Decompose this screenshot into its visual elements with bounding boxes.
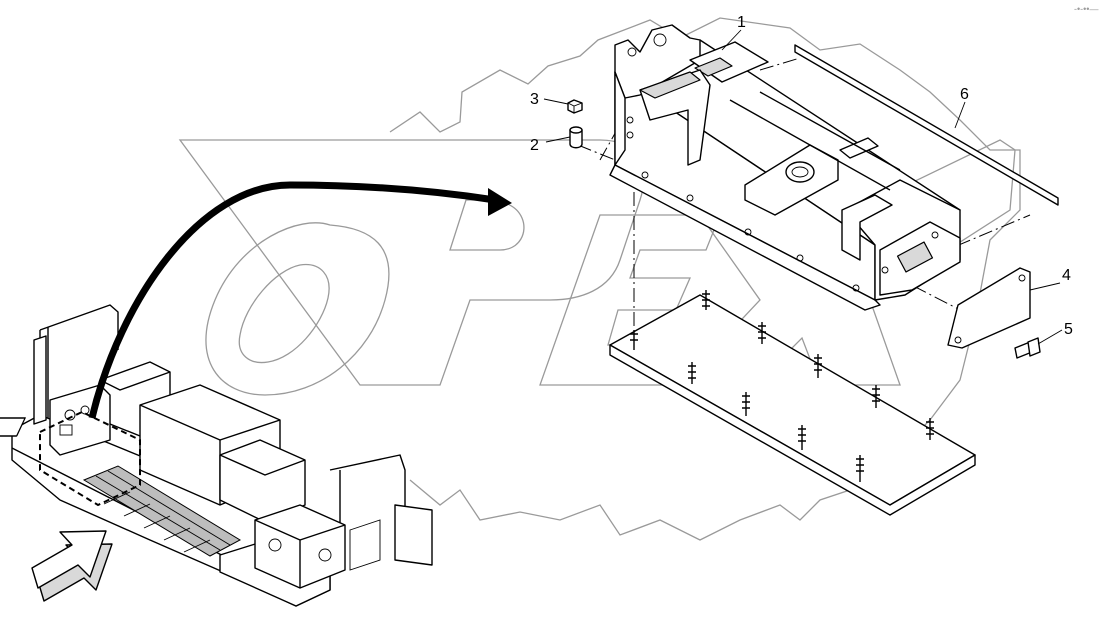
frame-mounting-holes: [626, 33, 939, 292]
orientation-arrow-face: [31, 530, 107, 589]
frame-bottom-flange: [609, 164, 881, 311]
watermark-letter-p: [178, 139, 645, 386]
frame-top-mount-tab: [694, 57, 733, 77]
frame-bracket-face: [639, 71, 701, 99]
paver-hood-right: [219, 439, 306, 523]
callout-3: 3: [530, 91, 539, 108]
part-4-cover-plate: [947, 267, 1031, 349]
paver-screed-top: [254, 519, 346, 588]
part-3-nut: [567, 99, 583, 114]
paver-highlight-dashed-region: [39, 410, 141, 507]
base-plate-side: [609, 344, 976, 516]
frame-end-plate-left: [614, 24, 701, 99]
frame-center-hole: [785, 161, 815, 183]
callout-5: 5: [1064, 321, 1073, 338]
base-plate: [609, 290, 976, 516]
watermark-letter-o-inner: [238, 263, 330, 364]
frame-right-bracket: [841, 194, 893, 261]
curved-arrow-head: [488, 188, 512, 216]
watermark-letter-p-hole: [449, 199, 525, 251]
part-2-spacer: [569, 126, 583, 149]
watermark-corner-text: -•-••—: [1074, 4, 1098, 14]
paver-hood-hatch: [0, 417, 26, 437]
leader-lines: [543, 29, 1063, 345]
orientation-arrow: [31, 530, 113, 602]
base-plate-top: [609, 294, 976, 506]
part-4-holes: [954, 274, 1026, 344]
watermark-letter-o-outer: [205, 222, 390, 396]
paver-hood-left-top: [99, 371, 171, 391]
base-plate-studs: [630, 290, 934, 482]
frame-cross-member: [839, 137, 879, 159]
curved-arrow-stroke: [88, 181, 496, 419]
curved-pointer-arrow: [88, 181, 512, 419]
frame-inner-rib: [729, 91, 901, 191]
paver-front-right-post: [394, 504, 433, 566]
paver-walkway-grate: [82, 465, 242, 557]
callout-2: 2: [530, 137, 539, 154]
paver-hood-right-top: [219, 454, 306, 476]
frame-right-end-slot: [896, 241, 934, 273]
main-frame-part-1: [609, 24, 961, 311]
paver-rear-post: [33, 335, 47, 425]
paver-grate-lines: [95, 470, 231, 553]
frame-end-plate-left-lower: [614, 71, 626, 166]
paver-screed-details: [268, 519, 381, 571]
callout-4: 4: [1062, 267, 1071, 284]
callout-6: 6: [960, 86, 969, 103]
part-5-bolt: [1014, 337, 1041, 359]
part-6-seal-strip: [794, 44, 1059, 206]
callout-1: 1: [737, 14, 746, 31]
